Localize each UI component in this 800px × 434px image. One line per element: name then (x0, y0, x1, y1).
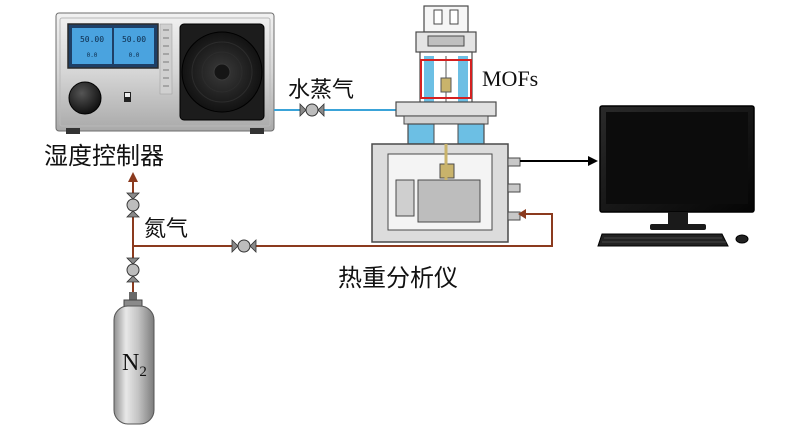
label-nitrogen: 氮气 (144, 217, 188, 242)
computer (597, 105, 755, 247)
label-mofs: MOFs (482, 66, 538, 91)
label-humidity-controller: 湿度控制器 (44, 142, 164, 170)
mofs-highlight-box (420, 59, 472, 99)
nitrogen-valve-lower-icon (126, 257, 140, 283)
vapor-valve-icon (299, 103, 325, 117)
nitrogen-valve-line-icon (231, 239, 257, 253)
display-left-top: 50.00 (80, 35, 104, 44)
display-left-bottom: 0.0 (87, 52, 98, 59)
label-water-vapor: 水蒸气 (288, 78, 354, 103)
label-n2: N2 (122, 350, 147, 380)
control-knob-icon (68, 81, 102, 115)
display-right-top: 50.00 (122, 35, 146, 44)
keyboard-icon (597, 233, 729, 247)
display-right-bottom: 0.0 (129, 52, 140, 59)
label-n2-main: N (122, 350, 139, 376)
nitrogen-cylinder (113, 292, 155, 425)
nitrogen-arrows (128, 172, 526, 219)
mouse-icon (735, 234, 749, 244)
label-n2-sub: 2 (139, 364, 147, 380)
label-tga: 热重分析仪 (338, 264, 458, 292)
data-arrow (520, 156, 598, 166)
humidity-controller: 50.00 50.00 0.0 0.0 (55, 12, 275, 134)
thermogravimetric-analyzer (371, 5, 521, 243)
nitrogen-valve-upper-icon (126, 192, 140, 218)
